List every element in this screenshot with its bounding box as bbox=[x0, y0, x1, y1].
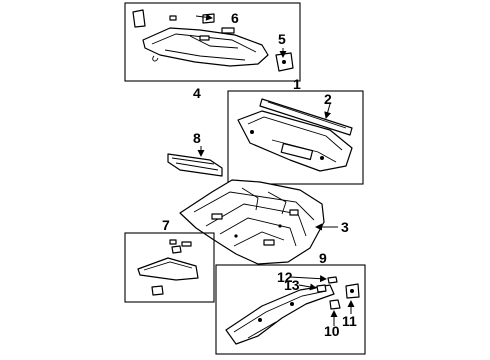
bracket-12 bbox=[327, 276, 338, 284]
callout-8: 8 bbox=[193, 130, 201, 146]
bracket-left bbox=[132, 9, 146, 28]
floor-pan-3 bbox=[179, 179, 325, 265]
callout-10: 10 bbox=[324, 323, 340, 339]
floor-pan-upper bbox=[142, 27, 269, 67]
callout-11: 11 bbox=[342, 313, 357, 329]
callout-2: 2 bbox=[324, 91, 332, 107]
assembly-4-group bbox=[124, 2, 301, 82]
floor-pan-main bbox=[179, 179, 325, 265]
frame-box-1 bbox=[227, 90, 364, 185]
rail-9 bbox=[225, 284, 335, 345]
crossmember-8 bbox=[167, 153, 223, 177]
callout-4: 4 bbox=[193, 85, 201, 101]
pad-upper bbox=[221, 27, 235, 34]
bracket-13 bbox=[316, 284, 327, 293]
assembly-9-group bbox=[215, 264, 366, 355]
frame-box-7 bbox=[124, 232, 215, 303]
callout-1: 1 bbox=[293, 76, 301, 92]
sill-member-7 bbox=[137, 257, 199, 281]
rear-panel-1 bbox=[237, 110, 353, 172]
frame-box-9 bbox=[215, 264, 366, 355]
clip-6 bbox=[202, 13, 215, 24]
bracket-10 bbox=[329, 299, 341, 310]
callout-3: 3 bbox=[341, 219, 349, 235]
clip-small bbox=[169, 15, 177, 21]
callout-12: 12 bbox=[277, 269, 293, 285]
callout-9: 9 bbox=[319, 250, 327, 266]
callout-5: 5 bbox=[278, 31, 286, 47]
callout-6: 6 bbox=[231, 10, 239, 26]
callout-7: 7 bbox=[162, 217, 170, 233]
frame-box-4 bbox=[124, 2, 301, 82]
assembly-7-group bbox=[124, 232, 215, 303]
panel-rail-2 bbox=[259, 98, 353, 136]
callout-13: 13 bbox=[284, 277, 300, 293]
assembly-1-group bbox=[227, 90, 364, 185]
